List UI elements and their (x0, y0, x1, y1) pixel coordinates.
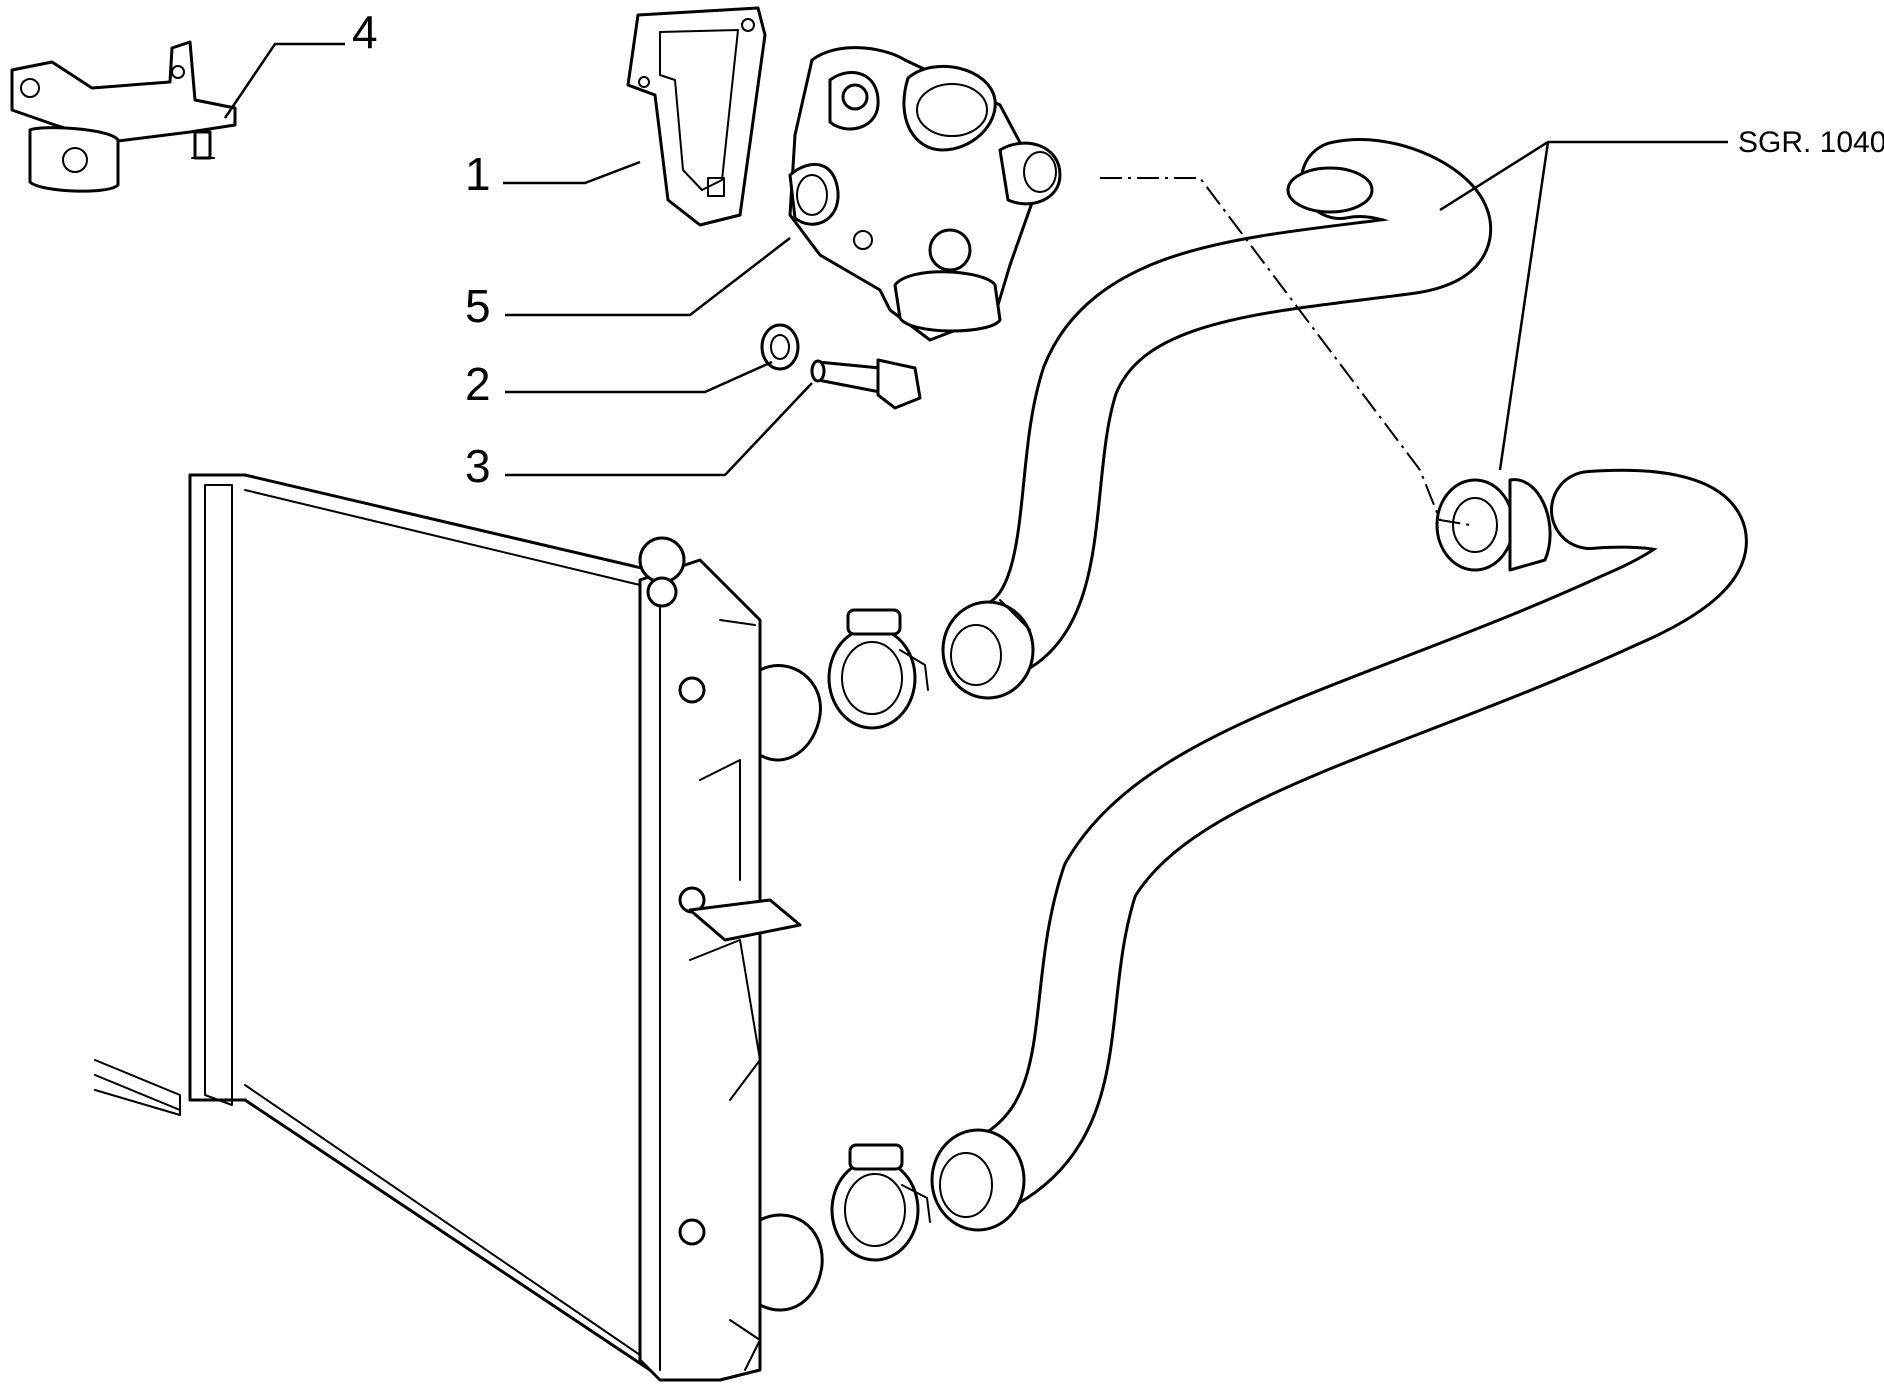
callout-3: 3 (465, 440, 491, 492)
callout-4: 4 (352, 6, 378, 58)
callout-1: 1 (465, 148, 491, 200)
callout-5: 5 (465, 280, 491, 332)
gasket (626, 6, 767, 227)
bolt (810, 358, 922, 410)
upper-hose-clamp (827, 608, 929, 730)
radiator (94, 473, 824, 1382)
lower-hose-clamp (830, 1143, 931, 1262)
lower-hose (930, 468, 1748, 1232)
leader-lines (223, 42, 1728, 477)
callout-2: 2 (465, 358, 491, 410)
assembly-lines (1100, 177, 1471, 526)
upper-hose (941, 138, 1492, 700)
reference-code: SGR. 10401 (1738, 126, 1884, 159)
seal-washer (760, 323, 800, 371)
bracket (10, 40, 237, 193)
thermostat-housing (788, 46, 1062, 342)
